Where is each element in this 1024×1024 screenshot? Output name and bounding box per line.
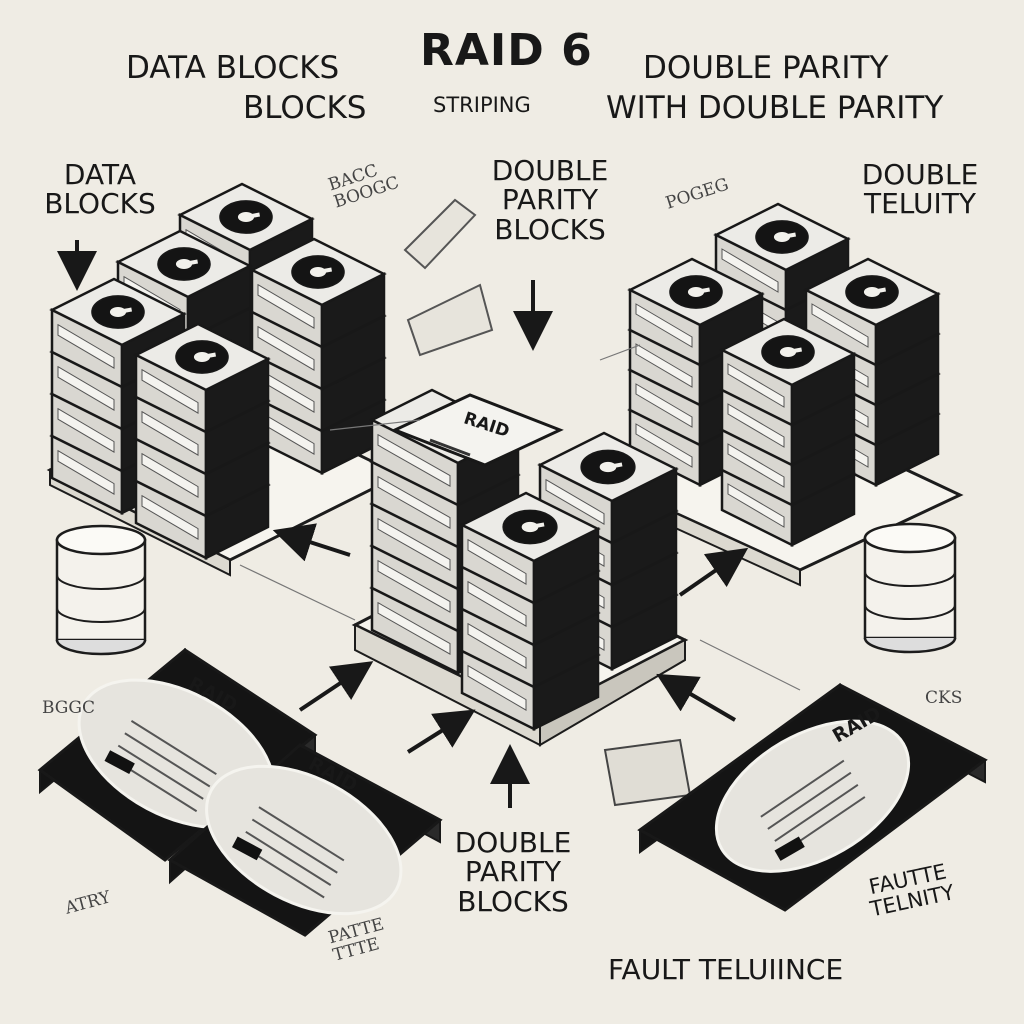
label-fault-bottom: FAULT TELUIINCE — [608, 953, 844, 986]
label-center-parity-line2: PARITY — [501, 183, 599, 217]
label-center-parity-blocks: DOUBLE PARITY BLOCKS — [470, 154, 630, 246]
label-right-double: DOUBLE TELUITY — [840, 160, 1000, 219]
label-bottom-parity-line2: PARITY — [464, 855, 562, 889]
drive-stack-center-front — [459, 491, 601, 732]
loose-block-bottom-right — [603, 738, 692, 807]
label-right-double-line1: DOUBLE — [861, 158, 979, 191]
center-raid-drive-label: RAID — [391, 393, 564, 467]
loose-block-mid — [406, 283, 494, 357]
database-cylinder-left — [55, 524, 147, 656]
arrow-to-left-stack — [272, 523, 351, 562]
label-left-data-blocks: DATA BLOCKS — [40, 160, 160, 219]
flat-drive-bottom-left-1: RAID — [37, 647, 318, 862]
drive-stack-right-front — [719, 317, 857, 548]
arrows — [57, 240, 749, 808]
arrow-mid-bottom-left — [406, 709, 476, 754]
flat-drive-bottom-right: RAID — [637, 683, 988, 912]
drive-stacks: RAID — [49, 182, 941, 732]
diagram-title: RAID 6 — [420, 25, 593, 76]
label-left-data-line2: BLOCKS — [44, 187, 156, 221]
label-top-right-line1: DOUBLE PARITY — [643, 50, 889, 86]
arrow-to-bottom-right — [656, 673, 737, 722]
loose-block-top — [403, 198, 477, 270]
label-right-double-line2: TELUITY — [864, 187, 976, 221]
label-striping: STRIPING — [433, 93, 531, 117]
guide-lines — [239, 344, 801, 691]
drive-stack-left-right — [249, 237, 387, 476]
drive-stack-left-front2 — [133, 322, 271, 561]
label-center-parity-line1: DOUBLE — [491, 154, 609, 187]
arrow-to-right-stack — [678, 547, 749, 597]
label-top-left-line1: DATA BLOCKS — [126, 50, 340, 86]
label-top-left-line2: BLOCKS — [243, 90, 367, 126]
label-center-parity-line3: BLOCKS — [494, 212, 606, 246]
scribble-right: CKS — [925, 688, 963, 708]
label-left-data-line1: DATA — [63, 158, 137, 191]
database-cylinder-right — [863, 522, 957, 654]
flat-drive-bottom-left-2: RAID — [167, 742, 443, 937]
label-bottom-parity-blocks: DOUBLE PARITY BLOCKS — [433, 826, 593, 918]
label-top-right-line2: WITH DOUBLE PARITY — [606, 90, 944, 126]
label-bottom-parity-line3: BLOCKS — [457, 884, 569, 918]
label-bottom-parity-line1: DOUBLE — [454, 826, 572, 859]
scribble-left: BGGC — [42, 698, 95, 718]
arrow-from-bottom-left — [298, 661, 374, 712]
